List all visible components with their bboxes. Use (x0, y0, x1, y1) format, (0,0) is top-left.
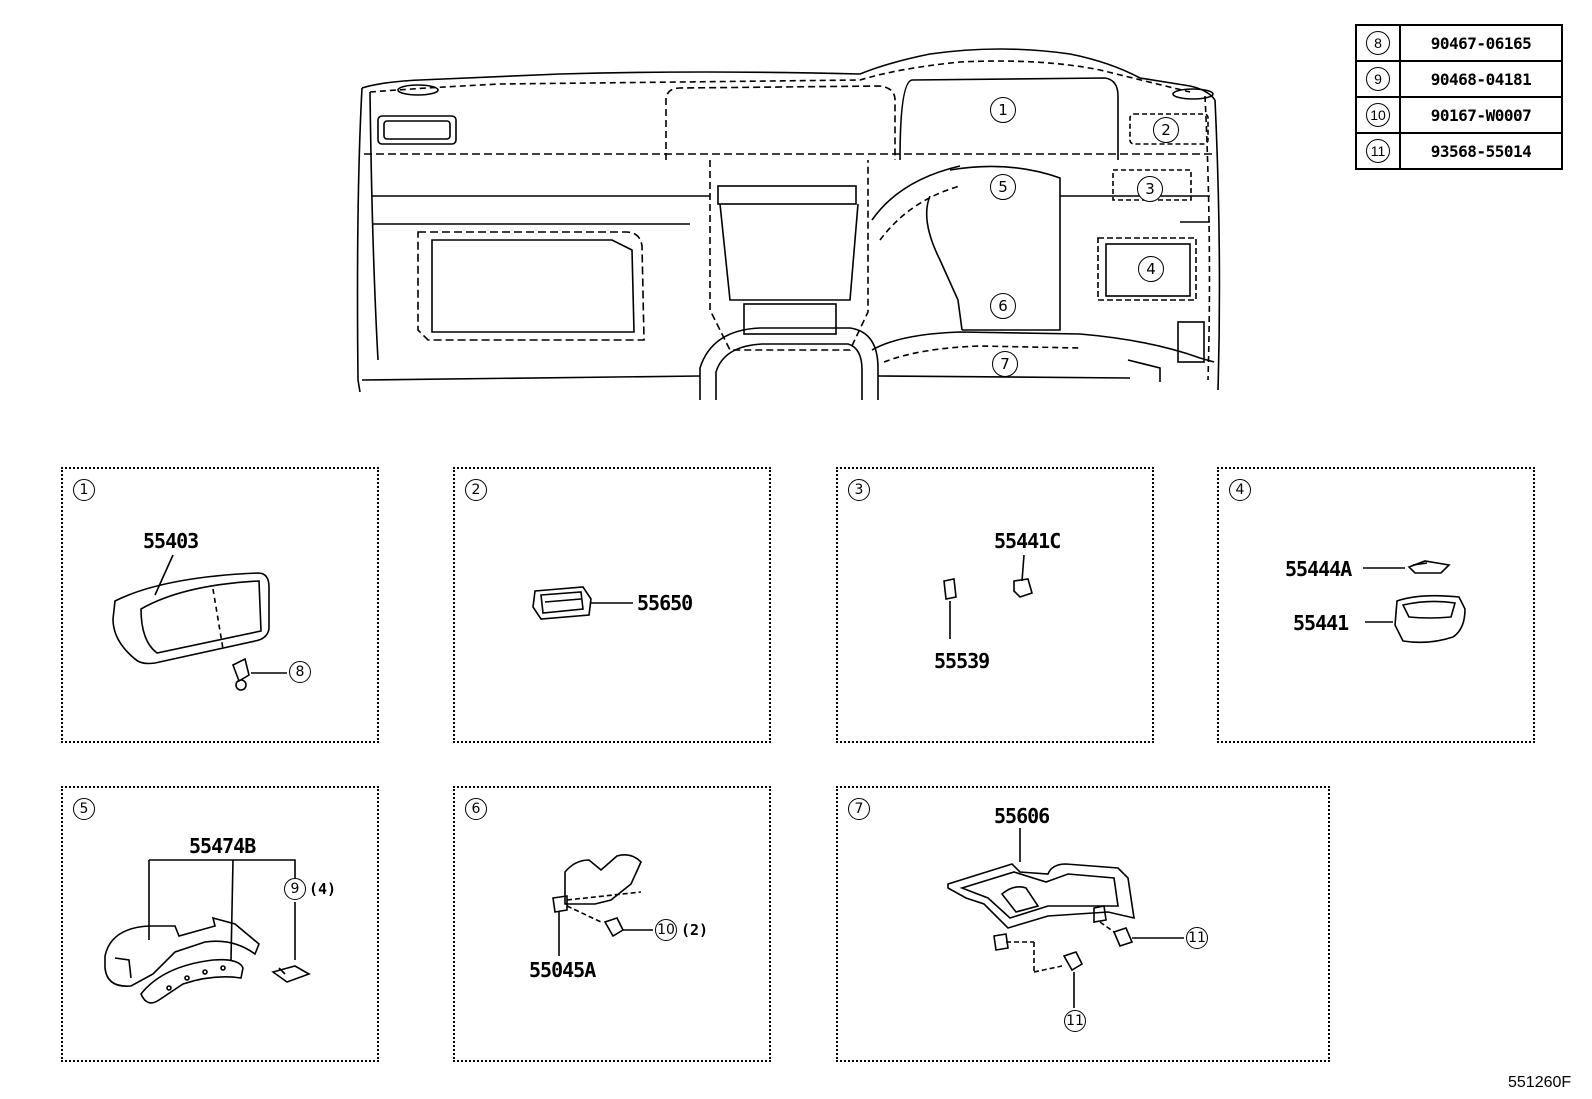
overview-callout-6[interactable]: 6 (990, 293, 1016, 319)
fastener-ref: 11 (1366, 139, 1390, 163)
fastener-ref: 9 (1366, 67, 1390, 91)
detail-panel-2: 2 55650 (453, 467, 771, 743)
callout-9[interactable]: 9 (284, 878, 306, 900)
callout-11[interactable]: 11 (1064, 1010, 1086, 1032)
overview-callout-7[interactable]: 7 (992, 351, 1018, 377)
fastener-ref: 10 (1366, 103, 1390, 127)
quantity-note: (4) (309, 880, 337, 898)
callout-8[interactable]: 8 (289, 661, 311, 683)
bracket-clip-drawing (943, 554, 1033, 639)
table-row: 9 90468-04181 (1355, 60, 1563, 98)
fastener-table: 8 90467-06165 9 90468-04181 10 90167-W00… (1355, 24, 1563, 170)
part-label-55045A[interactable]: 55045A (529, 958, 596, 982)
panel-ref-6: 6 (465, 798, 487, 820)
callout-11[interactable]: 11 (1186, 927, 1208, 949)
fastener-ref: 8 (1366, 31, 1390, 55)
detail-panel-5: 5 55474B 9 (4) (61, 786, 379, 1062)
fastener-part-number[interactable]: 90467-06165 (1399, 24, 1563, 62)
part-label-55539[interactable]: 55539 (934, 649, 990, 673)
panel-ref-3: 3 (848, 479, 870, 501)
figure-code: 551260F (1508, 1074, 1572, 1091)
overview-callout-2[interactable]: 2 (1153, 117, 1179, 143)
fastener-part-number[interactable]: 90167-W0007 (1399, 96, 1563, 134)
fastener-part-number[interactable]: 90468-04181 (1399, 60, 1563, 98)
panel-ref-1: 1 (73, 479, 95, 501)
table-row: 8 90467-06165 (1355, 24, 1563, 62)
overview-callout-1[interactable]: 1 (990, 97, 1016, 123)
panel-ref-4: 4 (1229, 479, 1251, 501)
fastener-part-number[interactable]: 93568-55014 (1399, 132, 1563, 170)
coin-box-drawing (1363, 560, 1466, 644)
panel-ref-7: 7 (848, 798, 870, 820)
detail-panel-7: 7 55606 11 11 (836, 786, 1330, 1062)
panel-ref-2: 2 (465, 479, 487, 501)
part-label-55444A[interactable]: 55444A (1285, 557, 1352, 581)
part-label-55441C[interactable]: 55441C (994, 529, 1061, 553)
lower-panel-drawing (947, 828, 1184, 1008)
part-label-55606[interactable]: 55606 (994, 804, 1050, 828)
part-label-55403[interactable]: 55403 (143, 529, 199, 553)
detail-panel-3: 3 55441C 55539 (836, 467, 1154, 743)
callout-10[interactable]: 10 (655, 919, 677, 941)
side-vent-drawing (532, 586, 633, 620)
table-row: 11 93568-55014 (1355, 132, 1563, 170)
table-row: 10 90167-W0007 (1355, 96, 1563, 134)
part-label-55474B[interactable]: 55474B (189, 834, 256, 858)
overview-callout-5[interactable]: 5 (990, 174, 1016, 200)
detail-panel-4: 4 55444A 55441 (1217, 467, 1535, 743)
overview-callout-4[interactable]: 4 (1138, 256, 1164, 282)
detail-panel-1: 1 55403 8 (61, 467, 379, 743)
overview-callout-3[interactable]: 3 (1137, 176, 1163, 202)
lower-cover-drawing (552, 854, 653, 956)
column-cover-drawing (104, 859, 311, 1004)
panel-ref-5: 5 (73, 798, 95, 820)
part-label-55650[interactable]: 55650 (637, 591, 693, 615)
meter-hood-drawing (112, 554, 287, 691)
part-label-55441[interactable]: 55441 (1293, 611, 1349, 635)
quantity-note: (2) (681, 921, 709, 939)
detail-panel-6: 6 10 (2) 55045A (453, 786, 771, 1062)
